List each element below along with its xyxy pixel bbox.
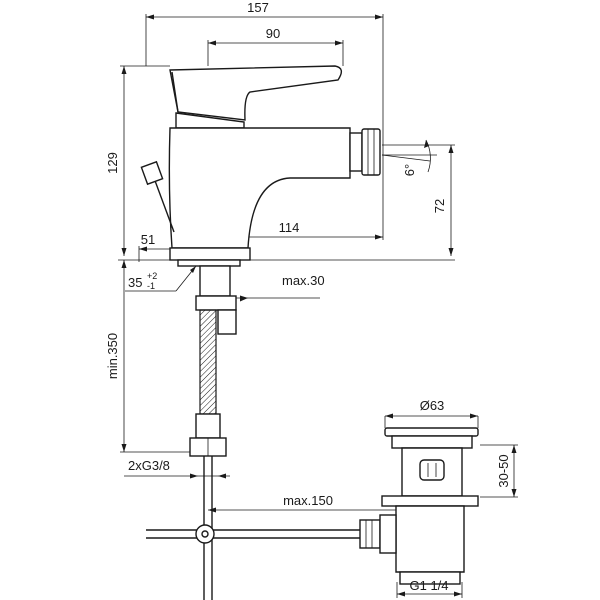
dim-connections: 2xG3/8 bbox=[128, 458, 170, 473]
dim-hole-tol-plus: +2 bbox=[147, 271, 157, 281]
dim-waste-height: 30-50 bbox=[496, 454, 511, 487]
dim-spout-reach: 114 bbox=[279, 220, 300, 235]
dim-hole-size: 35 bbox=[128, 275, 142, 290]
dim-height: 129 bbox=[105, 152, 120, 174]
pop-up-waste bbox=[146, 427, 479, 585]
dim-overall-length: 157 bbox=[247, 0, 269, 15]
dim-max-rod: max.150 bbox=[283, 493, 333, 508]
hose-assembly bbox=[189, 265, 237, 600]
dim-max-deck: max.30 bbox=[282, 273, 325, 288]
dim-waste-thread: G1 1/4 bbox=[409, 578, 448, 593]
dim-waste-diameter: Ø63 bbox=[420, 398, 445, 413]
dim-min-hose: min.350 bbox=[105, 333, 120, 379]
dim-lever-length: 90 bbox=[266, 26, 280, 41]
dim-hole-tol-minus: -1 bbox=[147, 281, 155, 291]
dim-spout-height: 72 bbox=[432, 199, 447, 213]
dim-base-offset: 51 bbox=[141, 232, 155, 247]
dim-spout-angle: 6° bbox=[402, 164, 417, 176]
faucet-body bbox=[140, 65, 381, 267]
dimension-labels: 157 90 129 72 6° 114 51 35 +2 -1 max.30 … bbox=[105, 0, 511, 593]
